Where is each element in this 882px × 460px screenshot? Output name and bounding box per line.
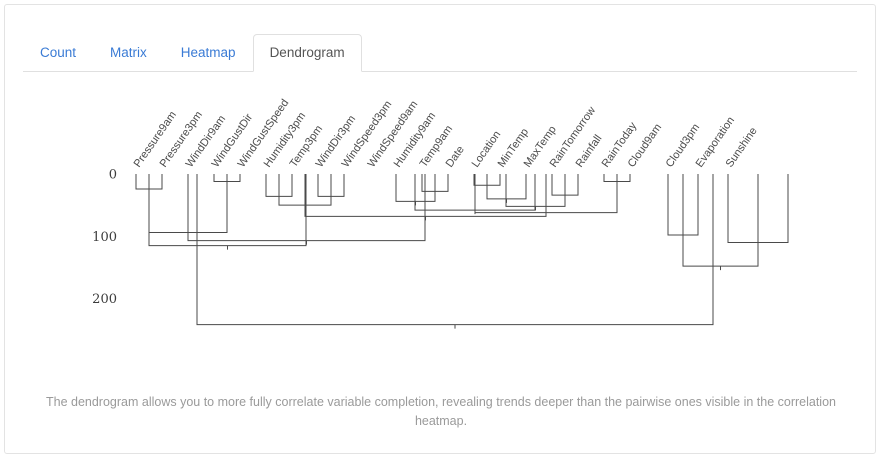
dendrogram-link-group [135, 174, 789, 329]
dendrogram-svg: 0 100 200 Pressure9amPressure3pmWindDir9am… [92, 97, 789, 329]
caption-text: The dendrogram allows you to more fully … [45, 395, 836, 429]
tab-matrix[interactable]: Matrix [110, 44, 147, 60]
y-axis-tick: 200 [92, 292, 117, 307]
leaf-label: Date [444, 144, 467, 170]
tab-bar: Count Matrix Heatmap Dendrogram [23, 29, 857, 72]
y-axis-tick: 100 [92, 230, 117, 245]
dendrogram-card: Count Matrix Heatmap Dendrogram 0 100 200 … [4, 4, 876, 454]
y-axis-tick-labels: 0 100 200 [92, 168, 117, 308]
tab-count[interactable]: Count [40, 44, 77, 60]
dendrogram-link [196, 174, 714, 326]
tab-dendrogram[interactable]: Dendrogram [252, 33, 362, 72]
tab-heatmap[interactable]: Heatmap [180, 44, 236, 60]
dendrogram-link [148, 174, 307, 247]
y-axis-tick: 0 [109, 168, 117, 183]
dendrogram-link [682, 174, 759, 267]
leaf-label-group: Pressure9amPressure3pmWindDir9amWindGust… [132, 97, 760, 170]
